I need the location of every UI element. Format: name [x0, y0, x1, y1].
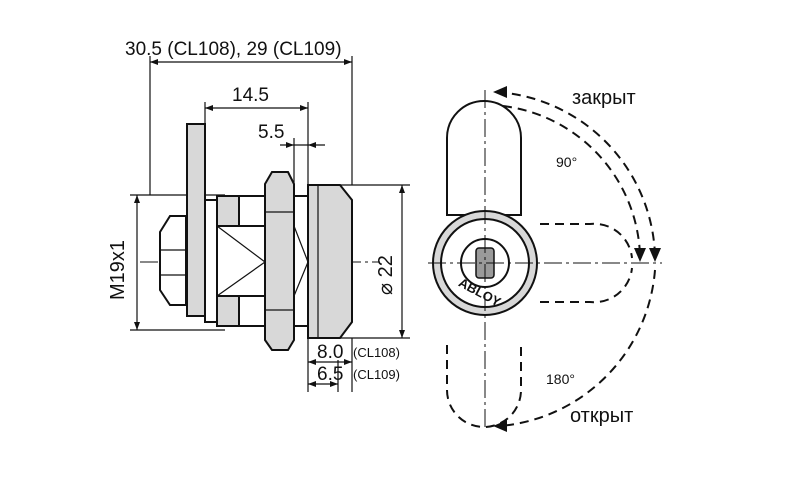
ring-hatch-1	[293, 225, 309, 263]
arrow-top-diameter	[399, 185, 405, 193]
arrow-right-5-5	[308, 142, 316, 148]
arrow-left-cl108	[308, 359, 316, 365]
label-diameter: ⌀ 22	[375, 255, 397, 295]
thread-hatch-2	[216, 261, 266, 297]
arrow-bottom-diameter	[399, 330, 405, 338]
label-open: открыт	[570, 405, 633, 427]
arrow-bottom-thread	[134, 322, 140, 330]
arrow-90-end	[649, 248, 661, 262]
label-cl108-value: 8.0	[317, 342, 343, 363]
hex-nut	[264, 171, 295, 351]
thread-hatch-1	[216, 225, 266, 263]
arrow-90-start	[493, 86, 507, 98]
label-overall-length: 30.5 (CL108), 29 (CL109)	[125, 39, 342, 60]
label-thread: M19x1	[107, 240, 129, 300]
label-cl109-model: (CL109)	[353, 367, 400, 382]
arrow-left-5-5	[286, 142, 294, 148]
cam-nut	[159, 215, 187, 306]
arrow-right-cl109	[330, 381, 338, 387]
label-closed: закрыт	[572, 87, 636, 109]
spacer-top	[216, 195, 240, 227]
arrow-right-cl108	[344, 359, 352, 365]
arrow-180-end	[493, 420, 507, 432]
cam-right-ghost-top	[540, 222, 633, 259]
side-view: 30.5 (CL108), 29 (CL109) 14.5 5.5 M19x1 …	[107, 39, 410, 392]
arrow-left-14-5	[205, 105, 213, 111]
label-angle-180: 180°	[546, 371, 575, 387]
rotation-arc-90	[496, 91, 656, 256]
lock-face-head	[307, 184, 353, 339]
label-angle-90: 90°	[556, 154, 577, 170]
arrow-top-thread	[134, 195, 140, 203]
ring-hatch-2	[293, 261, 309, 297]
label-14-5: 14.5	[232, 85, 269, 106]
arrow-right-14-5	[300, 105, 308, 111]
arrow-90-inner-end	[634, 248, 646, 262]
cam-closed-position	[446, 100, 522, 216]
cam-open-position	[446, 345, 522, 428]
rotation-arc-180	[499, 269, 656, 427]
washer	[204, 199, 218, 323]
arrow-right-overall	[344, 59, 352, 65]
label-cl108-model: (CL108)	[353, 345, 400, 360]
label-cl109-value: 6.5	[317, 364, 343, 385]
arrow-left-overall	[150, 59, 158, 65]
rotation-arc-90-inner	[502, 105, 641, 256]
body-core	[216, 225, 266, 297]
cam-plate	[186, 123, 206, 317]
spacer-bottom	[216, 295, 240, 327]
front-view: ABLOY закрыт открыт 90° 180°	[428, 86, 662, 432]
arrow-left-cl109	[308, 381, 316, 387]
label-5-5: 5.5	[258, 122, 284, 143]
cam-right-ghost-bottom	[540, 267, 633, 304]
spacer-ring	[293, 195, 309, 327]
